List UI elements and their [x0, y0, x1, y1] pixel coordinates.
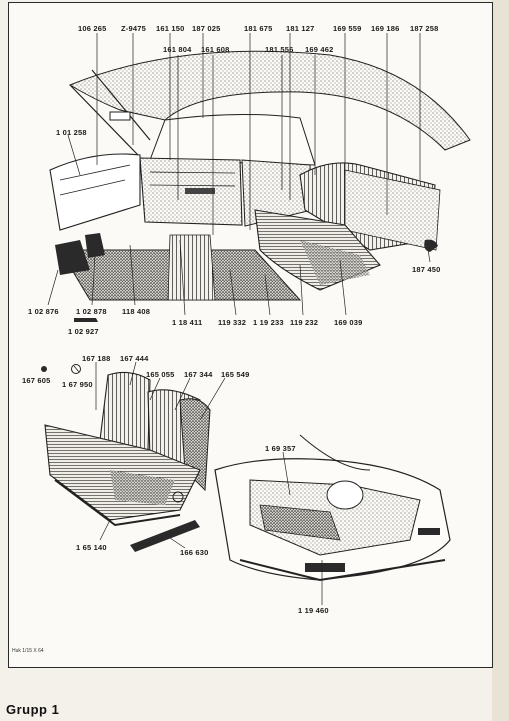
- leader-lines-top: [47, 33, 431, 316]
- part-number-187258: 187 258: [410, 24, 439, 33]
- part-number-166630: 166 630: [180, 548, 209, 557]
- part-number-119332: 119 332: [218, 318, 247, 327]
- part-number-165140: 1 65 140: [76, 543, 107, 552]
- part-number-181556: 181 556: [265, 45, 294, 54]
- part-number-161608: 161 608: [201, 45, 230, 54]
- part-number-187450: 187 450: [412, 265, 441, 274]
- part-number-169462: 169 462: [305, 45, 334, 54]
- part-number-167950: 1 67 950: [62, 380, 93, 389]
- part-number-169357: 1 69 357: [265, 444, 296, 453]
- part-number-187025: 187 025: [192, 24, 221, 33]
- leader-lines-bottom: [282, 451, 323, 605]
- screw-part-icon: [74, 318, 98, 322]
- part-number-167605: 167 605: [22, 376, 51, 385]
- part-number-118411: 1 18 411: [172, 318, 203, 327]
- document-reference: Huk 1/15 X 64: [12, 648, 44, 654]
- page-edge: [492, 0, 509, 721]
- part-number-181675: 181 675: [244, 24, 273, 33]
- part-number-102876: 1 02 876: [28, 307, 59, 316]
- part-number-119460: 1 19 460: [298, 606, 329, 615]
- part-number-102878: 1 02 878: [76, 307, 107, 316]
- part-number-181127: 181 127: [286, 24, 315, 33]
- leader-lines-middle: [95, 361, 226, 549]
- part-number-z9475: Z-9475: [121, 24, 146, 33]
- part-number-118408: 118 408: [122, 307, 151, 316]
- part-number-167344: 167 344: [184, 370, 213, 379]
- front-seat-illustration: [41, 364, 211, 552]
- car-interior-illustration: [49, 50, 471, 301]
- part-number-165549: 165 549: [221, 370, 250, 379]
- part-number-161804: 161 804: [163, 45, 192, 54]
- part-number-106265: 106 265: [78, 24, 107, 33]
- part-number-169186: 169 186: [371, 24, 400, 33]
- part-number-119232: 119 232: [290, 318, 319, 327]
- part-number-101258: 1 01 258: [56, 128, 87, 137]
- group-title: Grupp 1: [6, 702, 60, 717]
- part-number-169559: 169 559: [333, 24, 362, 33]
- part-number-167188: 167 188: [82, 354, 111, 363]
- part-number-169039: 169 039: [334, 318, 363, 327]
- part-number-165055: 165 055: [146, 370, 175, 379]
- part-number-161150: 161 150: [156, 24, 185, 33]
- part-number-119233: 1 19 233: [253, 318, 284, 327]
- trunk-illustration: [214, 434, 451, 582]
- part-number-167444: 167 444: [120, 354, 149, 363]
- part-number-102927: 1 02 927: [68, 327, 99, 336]
